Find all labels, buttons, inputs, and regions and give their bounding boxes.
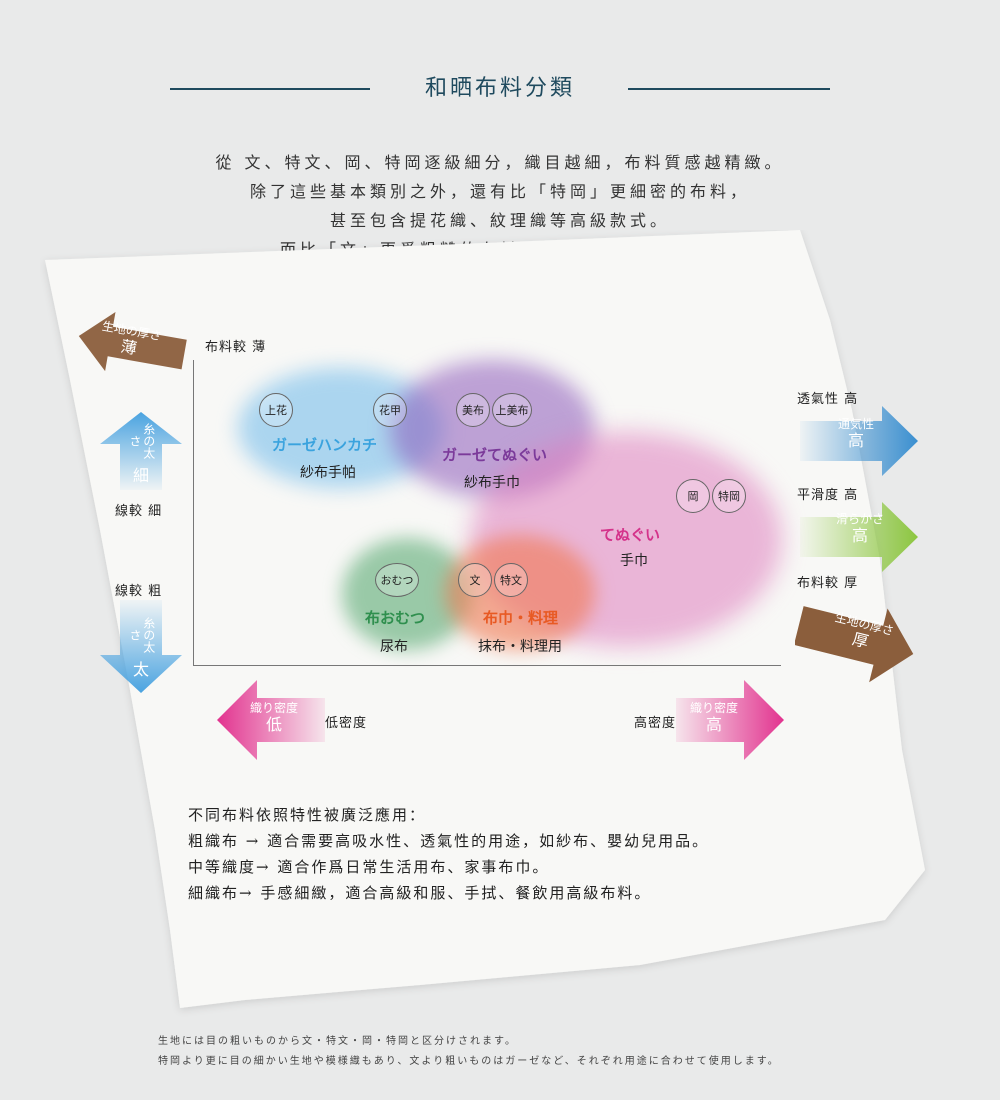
arrow-fine-line1: 糸の太さ [128, 422, 156, 459]
group-kitchen-cloth-jp: 布巾・料理 [483, 609, 559, 627]
arrow-thick-thread-line1: 糸の太さ [128, 616, 156, 653]
label-thread-fine: 線較 細 [115, 504, 163, 519]
chip-jouka: 上花 [259, 393, 293, 427]
intro-text: 從 文、特文、岡、特岡逐級細分，織目越細，布料質感越精緻。 除了這些基本類別之外… [100, 148, 900, 264]
intro-line: 從 文、特文、岡、特岡逐級細分，織目越細，布料質感越精緻。 [215, 153, 785, 172]
usage-line: 不同布料依照特性被廣泛應用： [188, 806, 427, 824]
intro-line: 除了這些基本類別之外，還有比「特岡」更細密的布料， [249, 182, 750, 201]
arrow-smoothness-line2: 高 [852, 525, 869, 545]
group-diaper-zh: 尿布 [380, 639, 408, 655]
arrow-breathability-line2: 高 [848, 430, 865, 450]
arrow-fine-line2: 細 [132, 465, 149, 485]
arrow-fine-icon [100, 412, 182, 490]
arrow-smoothness-text: 滑らかさ 高 [836, 512, 885, 545]
arrow-low-density-icon [217, 680, 325, 760]
group-gauze-handkerchief-jp: ガーゼハンカチ [272, 436, 378, 454]
arrow-thick-fabric-icon [795, 606, 914, 683]
arrow-thick-thread-icon [100, 600, 182, 693]
chip-oka: 岡 [676, 479, 710, 513]
arrow-breathability-line1: 通気性 [838, 417, 875, 431]
label-breathability-high: 透氣性 高 [797, 392, 859, 407]
group-gauze-tenugui-jp: ガーゼてぬぐい [442, 446, 548, 464]
chip-omutsu: おむつ [375, 563, 419, 597]
chip-kakou: 花甲 [373, 393, 407, 427]
title-line-left [170, 88, 370, 90]
label-fabric-thin: 布料較 薄 [205, 340, 267, 355]
arrow-high-density-line2: 高 [706, 714, 723, 734]
arrow-high-density-line1: 織り密度 [690, 701, 739, 715]
group-diaper-jp: 布おむつ [365, 609, 426, 627]
page-title: 和晒布料分類 [424, 76, 575, 101]
title-line-right [628, 88, 830, 90]
group-gauze-handkerchief-zh: 紗布手帕 [300, 465, 356, 481]
group-gauze-tenugui-zh: 紗布手巾 [464, 475, 520, 491]
arrow-breathability-icon [800, 406, 918, 476]
group-tenugui-jp: てぬぐい [600, 526, 661, 544]
footnote-line: 生地には目の粗いものから文・特文・岡・特岡と区分けされます。 [158, 1036, 517, 1047]
label-fabric-thick: 布料較 厚 [797, 576, 859, 591]
intro-line: 甚至包含提花織、紋理織等高級款式。 [329, 211, 670, 230]
group-kitchen-cloth-zh: 抹布・料理用 [478, 639, 562, 655]
arrow-high-density-icon [676, 680, 784, 760]
chip-bun: 文 [458, 563, 492, 597]
arrow-breathability-text: 通気性 高 [838, 417, 875, 450]
arrow-smoothness-line1: 滑らかさ [836, 512, 885, 526]
usage-line: 細織布→ 手感細緻，適合高級和服、手拭、餐飲用高級布料。 [188, 884, 652, 902]
usage-text: 不同布料依照特性被廣泛應用： 粗織布 → 適合需要高吸水性、透氣性的用途，如紗布… [188, 802, 709, 906]
usage-line: 中等織度→ 適合作爲日常生活用布、家事布巾。 [188, 858, 550, 876]
x-axis [193, 665, 781, 666]
chip-tokuoka: 特岡 [712, 479, 746, 513]
arrow-smoothness-icon [800, 502, 918, 572]
chip-joubifu: 上美布 [492, 393, 532, 427]
label-low-density: 低密度 [325, 716, 368, 731]
arrow-thick-thread-line2: 太 [132, 659, 149, 679]
y-axis [193, 360, 194, 666]
arrow-thick-thread-text: 糸の太さ 太 [120, 612, 162, 679]
usage-line: 粗織布 → 適合需要高吸水性、透氣性的用途，如紗布、嬰幼兒用品。 [188, 832, 710, 850]
arrow-low-density-line1: 織り密度 [250, 701, 299, 715]
label-smoothness-high: 平滑度 高 [797, 488, 859, 503]
footnote-line: 特岡より更に目の細かい生地や模様織もあり、文より粗いものはガーゼなど、それぞれ用… [158, 1056, 780, 1067]
arrow-fine-text: 糸の太さ 細 [120, 418, 162, 485]
label-high-density: 高密度 [634, 716, 677, 731]
chip-bifu: 美布 [456, 393, 490, 427]
arrow-thin-icon [78, 311, 187, 372]
footnote: 生地には目の粗いものから文・特文・岡・特岡と区分けされます。 特岡より更に目の細… [158, 1032, 780, 1072]
label-thread-thick: 線較 粗 [115, 584, 163, 599]
arrow-low-density-line2: 低 [266, 714, 283, 734]
arrow-high-density-text: 織り密度 高 [690, 701, 739, 734]
chip-tokubun: 特文 [494, 563, 528, 597]
arrow-low-density-text: 織り密度 低 [250, 701, 299, 734]
group-tenugui-zh: 手巾 [620, 553, 648, 569]
